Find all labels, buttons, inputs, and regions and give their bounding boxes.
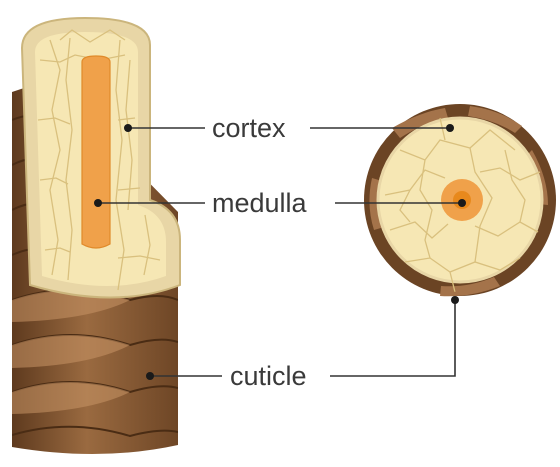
cortex-label: cortex (212, 113, 286, 143)
cuticle-dot-cross (451, 296, 459, 304)
medulla-column (82, 56, 110, 248)
cuticle-label: cuticle (230, 361, 307, 391)
medulla-label: medulla (212, 188, 308, 218)
hair-shaft (12, 18, 180, 454)
cuticle-leader-right (330, 300, 455, 376)
medulla-dot-shaft (94, 199, 102, 207)
cortex-dot-shaft (124, 124, 132, 132)
cortex-dot-cross (446, 124, 454, 132)
medulla-dot-cross (458, 199, 466, 207)
cuticle-dot-shaft (146, 372, 154, 380)
